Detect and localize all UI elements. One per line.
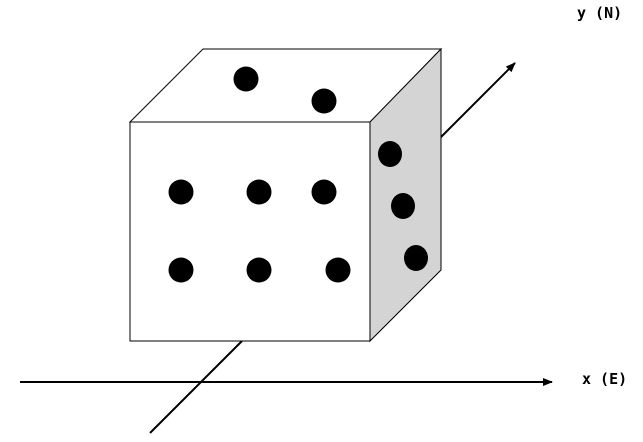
pip: [246, 179, 272, 205]
pip: [325, 257, 351, 283]
pip: [311, 179, 337, 205]
pip: [233, 66, 259, 92]
y-axis-upper: [439, 62, 516, 139]
y-axis-label: y (N): [577, 4, 623, 22]
pip: [168, 257, 194, 283]
pip: [391, 193, 415, 219]
pip: [246, 257, 272, 283]
y-axis-lower: [149, 340, 243, 434]
side-face-pips: [378, 141, 428, 271]
die-front-face: [129, 121, 371, 342]
x-axis-label: x (E): [582, 370, 628, 388]
pip: [404, 245, 428, 271]
top-face-pips: [233, 66, 337, 114]
front-face-pips: [168, 179, 351, 283]
pip: [378, 141, 402, 167]
pip: [311, 88, 337, 114]
pip: [168, 179, 194, 205]
